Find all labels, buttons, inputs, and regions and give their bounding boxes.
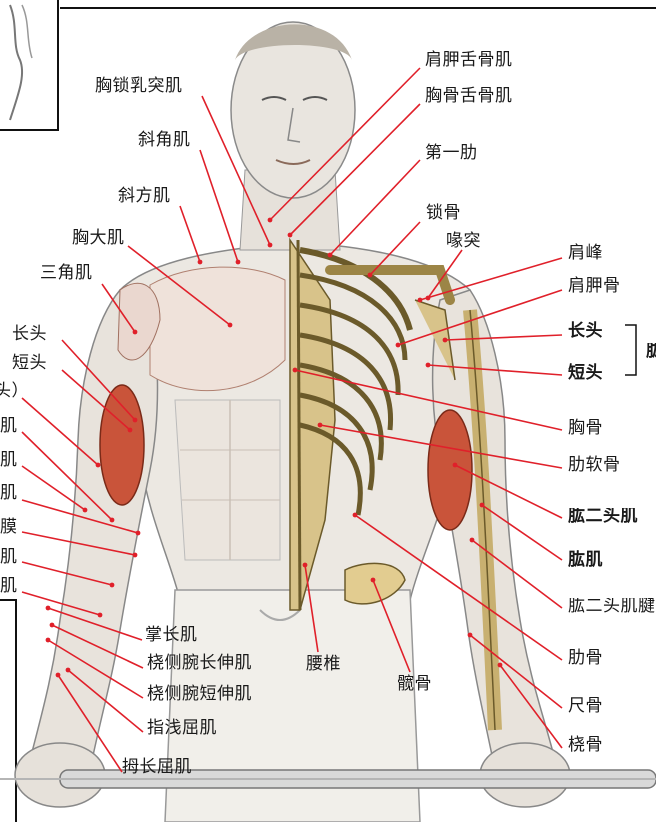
leader-dot-left-3 [136,531,141,536]
label-rib: 肋骨 [568,650,603,667]
label-flexor-digitorum-superficialis: 指浅屈肌 [147,720,217,737]
label-ext-carpi-radialis-longus: 桡侧腕长伸肌 [147,655,252,672]
label-flexor-pollicis-longus: 拇长屈肌 [122,759,192,776]
label-hip-bone: 髋骨 [397,676,432,693]
label-left-membrane: 膜 [0,519,18,536]
leader-dot-left-5 [110,583,115,588]
leader-dot-pectoralis-major [228,323,233,328]
inset-frame-bottom-left [0,600,16,822]
leader-dot-radius [498,663,503,668]
label-palmaris-longus: 掌长肌 [145,627,198,644]
label-left-head-cut: 头） [0,383,29,400]
leader-dot-first-rib [328,253,333,258]
leader-dot-clavicle [368,273,373,278]
label-ext-carpi-radialis-brevis: 桡侧腕短伸肌 [147,686,252,703]
leader-dot-palmaris [46,606,51,611]
inset-frame-top-left [0,0,58,130]
leader-line-scalene [200,150,238,262]
leader-dot-long-head [443,338,448,343]
label-trapezius: 斜方肌 [118,188,171,205]
leader-dot-left-1 [110,518,115,523]
leader-dot-scalene [236,260,241,265]
label-sternohyoid: 胸骨舌骨肌 [425,88,513,105]
label-left-muscle-4: 肌 [0,549,18,566]
label-radius: 桡骨 [568,737,603,754]
label-brace-cut: 肱 [646,343,656,360]
leader-dot-left-6 [98,613,103,618]
leader-dot-ecrl [50,623,55,628]
leader-dot-fpl [56,673,61,678]
label-biceps-brachii: 肱二头肌 [568,508,656,525]
leader-dot-sternohyoid [288,233,293,238]
leader-dot-deltoid [133,330,138,335]
leader-dot-short-head [426,363,431,368]
leader-dot-left-2 [83,508,88,513]
label-short-head: 短头 [568,365,603,382]
label-left-muscle-3: 肌 [0,485,18,502]
leader-dot-scapula [396,343,401,348]
leader-dot-biceps-tendon [470,538,475,543]
leader-dot-ecrb [46,638,51,643]
leader-dot-sternocleidomastoid [268,243,273,248]
leader-dot-omohyoid [268,218,273,223]
label-left-muscle-2: 肌 [0,452,18,469]
label-sternocleidomastoid: 胸锁乳突肌 [95,78,183,95]
leader-dot-brachialis [480,503,485,508]
label-lumbar-vertebrae: 腰椎 [306,656,341,673]
leader-dot-ulna [468,633,473,638]
label-left-short-head: 短头 [12,355,47,372]
label-scapula: 肩胛骨 [568,278,621,295]
leader-dot-lumbar [303,563,308,568]
leader-dot-biceps-brachii [453,463,458,468]
leader-dot-hip [371,578,376,583]
leader-dot-left-short [128,428,133,433]
label-brachialis: 肱肌 [568,552,603,569]
label-first-rib: 第一肋 [425,145,478,162]
label-biceps-tendon: 肱二头肌腱 [568,598,656,615]
label-coracoid: 喙突 [446,233,481,250]
leader-dot-left-long [133,418,138,423]
label-scalene: 斜角肌 [138,132,191,149]
leader-line-trapezius [180,206,200,262]
leader-dot-rib [353,513,358,518]
label-acromion: 肩峰 [568,245,603,262]
leader-dot-trapezius [198,260,203,265]
leader-dot-costal-cartilage [318,423,323,428]
bracket-line [625,325,636,375]
label-clavicle: 锁骨 [426,205,461,222]
label-omohyoid: 肩胛舌骨肌 [425,52,513,69]
label-sternum: 胸骨 [568,420,603,437]
label-pectoralis-major: 胸大肌 [72,230,125,247]
leader-dot-acromion [418,298,423,303]
label-deltoid: 三角肌 [40,265,93,282]
leader-dot-left-head [96,463,101,468]
label-left-muscle-5: 肌 [0,578,18,595]
label-costal-cartilage: 肋软骨 [568,457,621,474]
leader-dot-fds [66,668,71,673]
label-long-head: 长头 [568,323,603,340]
label-left-muscle-1: 肌 [0,418,18,435]
label-ulna: 尺骨 [568,698,603,715]
leader-dot-sternum [293,368,298,373]
leader-line-first-rib [330,160,420,255]
leader-dot-left-4 [133,553,138,558]
label-left-long-head: 长头 [12,326,47,343]
